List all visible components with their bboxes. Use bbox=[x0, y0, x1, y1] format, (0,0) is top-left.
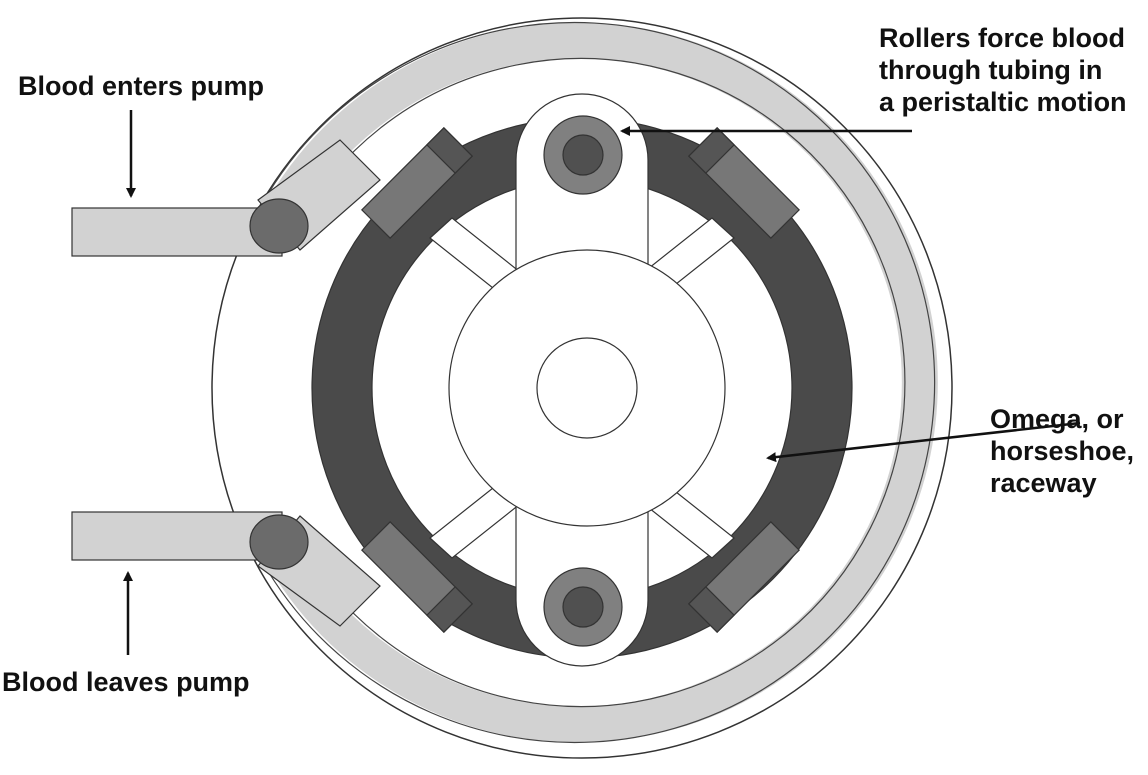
inlet-tube-end bbox=[249, 198, 309, 254]
tubing-arc-outline-outer bbox=[261, 21, 936, 744]
label-rollers-line-1: Rollers force blood bbox=[879, 23, 1126, 53]
outlet-tube-end bbox=[249, 514, 309, 570]
label-rollers-line-3: a peristaltic motion bbox=[879, 87, 1127, 117]
clamp-spokes bbox=[429, 217, 735, 559]
bottom-roller bbox=[543, 567, 623, 647]
rotor-hub bbox=[536, 337, 638, 439]
label-raceway-line-1: Omega, or bbox=[990, 404, 1124, 434]
label-raceway: Omega, or horseshoe, raceway bbox=[990, 403, 1134, 499]
label-rollers: Rollers force blood through tubing in a … bbox=[879, 22, 1127, 118]
tubing-arc-outline-inner bbox=[293, 57, 906, 708]
tube-clamps bbox=[360, 126, 801, 634]
tubing-arc bbox=[262, 22, 938, 743]
label-raceway-line-2: horseshoe, bbox=[990, 436, 1135, 466]
label-blood-leaves: Blood leaves pump bbox=[2, 667, 250, 697]
label-blood-enters: Blood enters pump bbox=[18, 71, 265, 101]
top-roller bbox=[543, 115, 623, 195]
inlet-tube bbox=[71, 207, 283, 257]
label-rollers-line-2: through tubing in bbox=[879, 55, 1103, 85]
arrow-raceway bbox=[766, 421, 1081, 463]
label-raceway-line-3: raceway bbox=[990, 468, 1097, 498]
